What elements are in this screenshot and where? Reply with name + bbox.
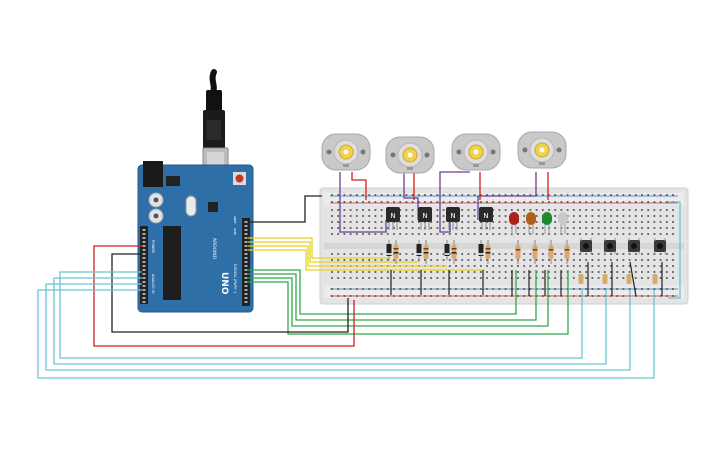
wire-purple-3: [439, 171, 470, 233]
wire-cyan-1: [59, 271, 583, 359]
board-model-label: UNO: [219, 272, 229, 295]
usb-cable-icon: [202, 69, 229, 179]
resistor-icon: [511, 240, 521, 296]
npn-transistor-icon: N: [479, 207, 493, 230]
svg-text:N: N: [422, 212, 427, 220]
led-icon: [509, 212, 519, 234]
svg-text:N: N: [390, 212, 395, 220]
led-icon: [542, 212, 552, 234]
svg-text:N: N: [450, 212, 455, 220]
diode-icon: [386, 240, 392, 260]
diode-icon: [416, 240, 422, 260]
dc-motor-icon: [517, 131, 567, 169]
wire-green-3: [248, 270, 549, 327]
wire-cyan-2: [53, 277, 607, 365]
analog-header-label: ANALOG IN: [151, 274, 155, 294]
wire-yellow-4: [248, 249, 485, 271]
diode-icon: [444, 240, 450, 260]
dc-motor-icon: [385, 136, 435, 174]
resistor-icon: [390, 240, 399, 295]
wire-green-4: [248, 270, 569, 335]
diode-icon: [478, 240, 484, 260]
wire-purple-4: [477, 172, 537, 220]
gnd-label: GND: [233, 228, 237, 236]
aref-label: AREF: [233, 216, 237, 224]
resistor-icon: [482, 240, 491, 295]
power-header-label: POWER: [151, 240, 155, 254]
led-icon: [526, 212, 536, 234]
digital-header-label: DIGITAL (PWM~): [233, 264, 237, 294]
wire-green-1: [248, 269, 517, 315]
npn-transistor-icon: N: [418, 207, 432, 230]
wire-green-2: [248, 270, 537, 321]
wire-red-5v: [93, 245, 355, 347]
wire-cyan-3: [45, 283, 631, 371]
dc-motor-icon: [451, 133, 501, 171]
resistor-icon: [578, 274, 584, 284]
pushbutton-icon: [578, 238, 592, 296]
resistor-icon: [602, 274, 608, 284]
wire-yellow-1: [248, 237, 389, 259]
wires: [37, 171, 681, 379]
dc-motor-icon: [321, 133, 371, 171]
resistor-icon: [448, 240, 457, 295]
wire-cyan-4: [37, 289, 655, 379]
resistor-icon: [560, 240, 570, 296]
board-brand-label: ARDUINO: [211, 238, 217, 260]
breadboard-holes: [331, 194, 674, 297]
wire-red-m1: [351, 172, 367, 200]
header-pins: [142, 221, 248, 303]
resistor-icon: [544, 240, 554, 296]
wire-black-gnd-bottom: [111, 253, 349, 333]
wire-purple-1: [339, 172, 387, 233]
npn-transistor-icon: N: [446, 207, 460, 230]
wire-black-gnd-top: [248, 195, 322, 223]
wire-yellow-2: [248, 241, 419, 263]
pushbutton-icon: [626, 238, 640, 297]
resistor-icon: [420, 240, 429, 295]
wire-cyan-rail: [668, 201, 681, 299]
pushbutton-icon: [602, 238, 616, 296]
arduino-uno-board[interactable]: UNO ARDUINO DIGITAL (PWM~) POWER ANALOG …: [137, 69, 254, 313]
svg-text:N: N: [483, 212, 488, 220]
led-icon: [558, 212, 568, 234]
npn-transistor-icon: N: [386, 207, 400, 230]
resistor-icon: [626, 274, 632, 284]
wire-yellow-3: [248, 245, 447, 267]
pushbutton-icon: [652, 238, 666, 296]
dc-motors: [321, 131, 567, 174]
resistor-icon: [652, 274, 658, 284]
breadboard[interactable]: [319, 187, 689, 305]
resistor-icon: [528, 240, 538, 296]
